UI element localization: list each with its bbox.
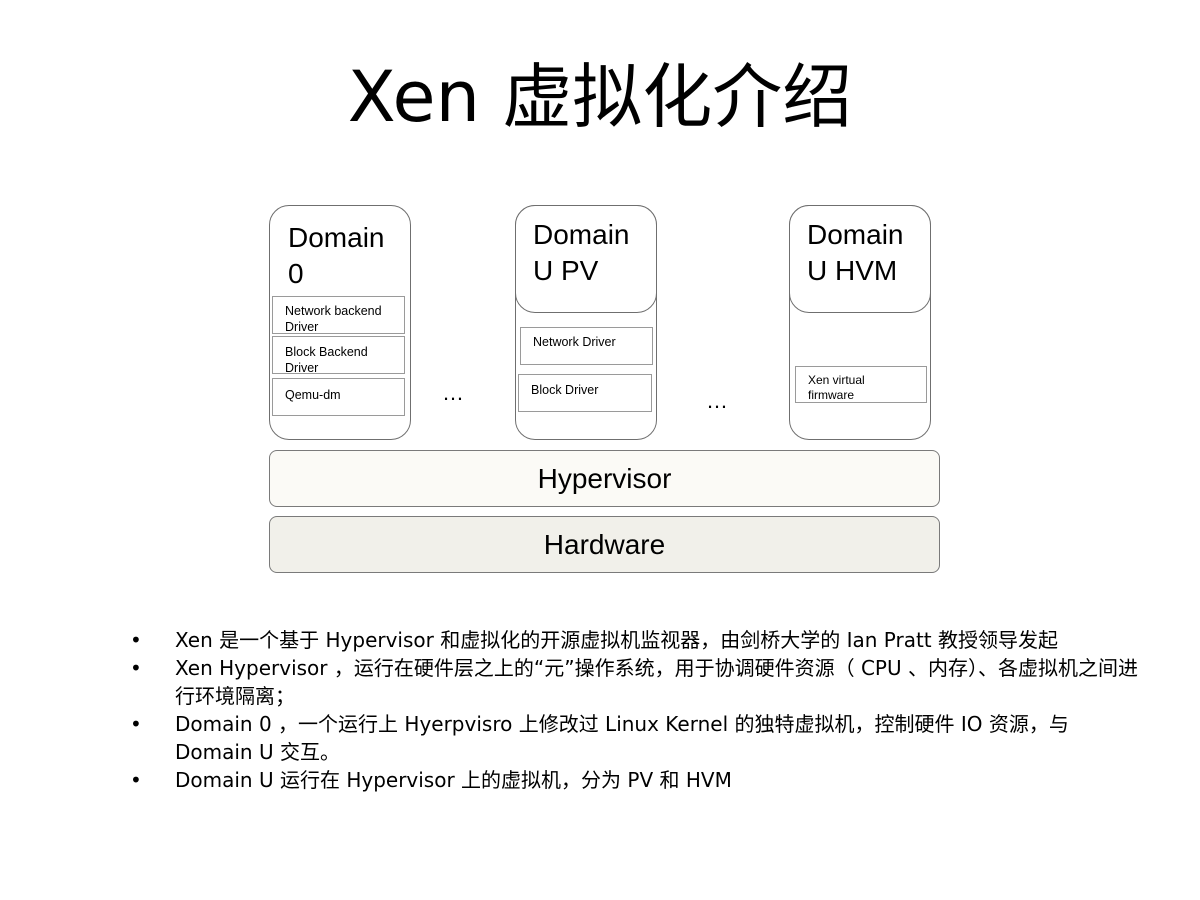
xen-virtual-firmware: Xen virtual firmware bbox=[795, 366, 927, 403]
bullet-item: • Domain 0 ，一个运行上 Hyerpvisro 上修改过 Linux … bbox=[130, 710, 1140, 766]
domainu-hvm-label: Domain U HVM bbox=[807, 219, 904, 286]
hardware-layer: Hardware bbox=[269, 516, 940, 573]
bullet-marker: • bbox=[130, 768, 142, 792]
ellipsis-2: … bbox=[706, 388, 728, 413]
bullet-text: Domain 0 ，一个运行上 Hyerpvisro 上修改过 Linux Ke… bbox=[175, 712, 1069, 764]
bullet-marker: • bbox=[130, 656, 142, 680]
bullet-marker: • bbox=[130, 712, 142, 736]
bullet-item: • Domain U 运行在 Hypervisor 上的虚拟机，分为 PV 和 … bbox=[130, 766, 1140, 794]
network-backend-driver: Network backend Driver bbox=[272, 296, 405, 334]
bullet-text: Xen Hypervisor ，运行在硬件层之上的“元”操作系统，用于协调硬件资… bbox=[175, 656, 1138, 708]
ellipsis-1: … bbox=[442, 380, 464, 405]
bullet-item: • Xen Hypervisor ，运行在硬件层之上的“元”操作系统，用于协调硬… bbox=[130, 654, 1140, 710]
domainu-hvm-header: Domain U HVM bbox=[789, 205, 931, 313]
domain0-label: Domain 0 bbox=[288, 222, 385, 289]
bullet-item: • Xen 是一个基于 Hypervisor 和虚拟化的开源虚拟机监视器，由剑桥… bbox=[130, 626, 1140, 654]
domainu-pv-header: Domain U PV bbox=[515, 205, 657, 313]
bullet-marker: • bbox=[130, 628, 142, 652]
qemu-dm: Qemu-dm bbox=[272, 378, 405, 416]
bullet-text: Xen 是一个基于 Hypervisor 和虚拟化的开源虚拟机监视器，由剑桥大学… bbox=[175, 628, 1058, 652]
block-backend-driver: Block Backend Driver bbox=[272, 336, 405, 374]
slide-title: Xen 虚拟化介绍 bbox=[347, 56, 853, 138]
network-driver: Network Driver bbox=[520, 327, 653, 365]
domainu-pv-label: Domain U PV bbox=[533, 219, 630, 286]
hypervisor-layer: Hypervisor bbox=[269, 450, 940, 507]
bullet-text: Domain U 运行在 Hypervisor 上的虚拟机，分为 PV 和 HV… bbox=[175, 768, 732, 792]
bullet-list: • Xen 是一个基于 Hypervisor 和虚拟化的开源虚拟机监视器，由剑桥… bbox=[130, 626, 1140, 794]
block-driver: Block Driver bbox=[518, 374, 652, 412]
